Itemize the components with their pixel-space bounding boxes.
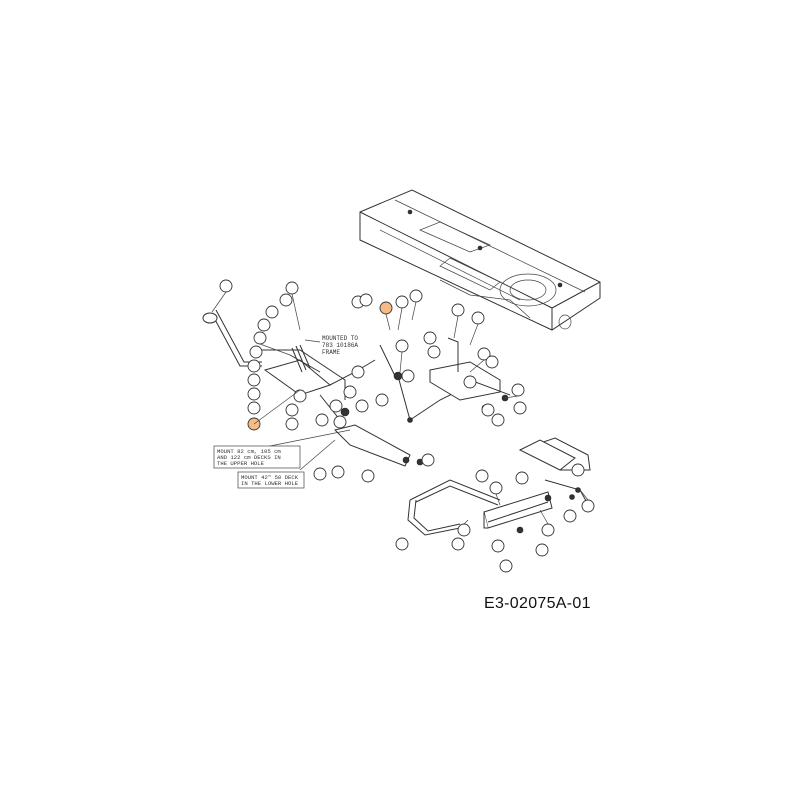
callout-bubble [409, 289, 423, 303]
callout-bubble [513, 401, 527, 415]
callout-bubble [581, 499, 595, 513]
callout-bubble [451, 303, 465, 317]
callout-bubble [247, 359, 261, 373]
callout-bubble [355, 399, 369, 413]
callout-bubble [395, 295, 409, 309]
callout-bubble [219, 279, 233, 293]
callout-bubble [395, 339, 409, 353]
callout-bubble [247, 373, 261, 387]
callout-bubble [329, 399, 343, 413]
callout-bubble [375, 393, 389, 407]
callout-bubble [475, 469, 489, 483]
callout-bubble [359, 293, 373, 307]
callout-bubble [563, 509, 577, 523]
frame-note-line-3: FRAME [322, 349, 340, 356]
callout-bubble [395, 537, 409, 551]
leader-lines [211, 291, 589, 525]
callout-bubble [541, 523, 555, 537]
upper-note-line-1: MOUNT 82 cm, 105 cm [217, 448, 281, 455]
callout-bubble [247, 387, 261, 401]
callout-bubble [515, 471, 529, 485]
callout-bubble [253, 331, 267, 345]
callout-bubble [361, 469, 375, 483]
callout-bubble [491, 413, 505, 427]
upper-note-line-2: AND 122 cm DECKS IN [217, 454, 281, 461]
callout-bubble [247, 401, 261, 415]
callout-bubble [293, 389, 307, 403]
callout-bubble [491, 539, 505, 553]
frame-note-line-2: 783 10186A [322, 342, 358, 349]
callout-bubble [265, 305, 279, 319]
callout-bubble [313, 467, 327, 481]
lower-note-line-1: MOUNT 42" 50 DECK [241, 474, 299, 481]
callout-bubble [485, 355, 499, 369]
callout-bubble [423, 331, 437, 345]
callout-bubble [333, 415, 347, 429]
callout-bubble [571, 463, 585, 477]
callout-bubble [427, 345, 441, 359]
frame-mount-note: MOUNTED TO 783 10186A FRAME [304, 335, 358, 356]
callout-bubble [351, 365, 365, 379]
figure-code: E3-02075A-01 [484, 595, 591, 612]
lower-note-line-2: IN THE LOWER HOLE [241, 480, 299, 487]
callout-bubble [257, 318, 271, 332]
callout-bubble [457, 523, 471, 537]
callout-bubble [511, 383, 525, 397]
callout-bubble [285, 403, 299, 417]
part-callouts [219, 279, 595, 573]
callout-bubble [401, 369, 415, 383]
callout-bubble [463, 375, 477, 389]
callout-bubble [471, 311, 485, 325]
callout-bubble [421, 453, 435, 467]
lower-hole-note: MOUNT 42" 50 DECK IN THE LOWER HOLE [237, 471, 305, 489]
callout-bubble [279, 293, 293, 307]
callout-bubble [285, 417, 299, 431]
frame-note-line-1: MOUNTED TO [322, 335, 358, 342]
callout-bubble-highlighted [379, 301, 393, 315]
upper-note-line-3: THE UPPER HOLE [217, 460, 265, 467]
callout-bubble [331, 465, 345, 479]
callout-bubble [481, 403, 495, 417]
deck-lift-bar [407, 437, 591, 536]
callout-bubble [285, 281, 299, 295]
callout-bubble [535, 543, 549, 557]
upper-hole-note: MOUNT 82 cm, 105 cm AND 122 cm DECKS IN … [213, 445, 301, 469]
callout-bubble [249, 345, 263, 359]
callout-bubble [451, 537, 465, 551]
callout-bubble [499, 559, 513, 573]
callout-bubble [489, 481, 503, 495]
frame-chassis [359, 189, 601, 331]
callout-bubble [315, 413, 329, 427]
callout-bubble [343, 385, 357, 399]
